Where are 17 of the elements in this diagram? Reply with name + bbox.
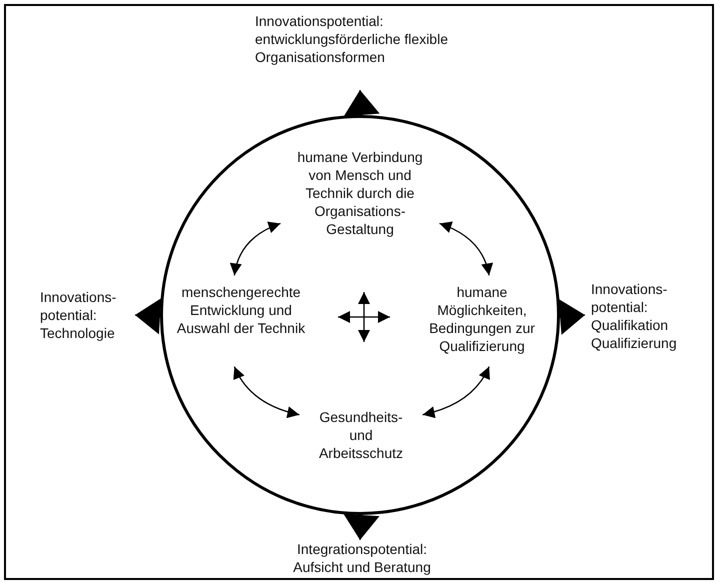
- circle-outline: [160, 115, 560, 515]
- text-label: menschengerechte Entwicklung und Auswahl der Technik: [175, 283, 307, 359]
- text-label: Innovations-potential: Technologie: [40, 288, 135, 346]
- text-label: humane Möglichkeiten, Bedingungen zur Qualifizierung: [411, 283, 553, 359]
- triangle-arrow: [558, 299, 586, 335]
- text-label: Integrationspotential: Aufsicht und Beratung: [272, 540, 452, 576]
- curved-arrow: [230, 222, 281, 276]
- curved-arrow: [439, 222, 492, 276]
- text-label: Innovationspotential: entwicklungsförderliche flexible Organisationsformen: [255, 12, 470, 90]
- triangle-arrow: [344, 513, 380, 540]
- text-label: Gesundheits- und Arbeitsschutz: [306, 408, 416, 464]
- curved-arrow: [234, 366, 300, 418]
- text-label: Innovations-potential: Qualifikation Qualifizierung: [585, 280, 710, 356]
- curved-arrow: [422, 366, 490, 418]
- triangle-arrow: [134, 298, 162, 334]
- text-label: humane Verbindung von Mensch und Technik durch die Organisations-Gestaltung: [285, 148, 435, 240]
- triangle-arrow: [344, 90, 380, 117]
